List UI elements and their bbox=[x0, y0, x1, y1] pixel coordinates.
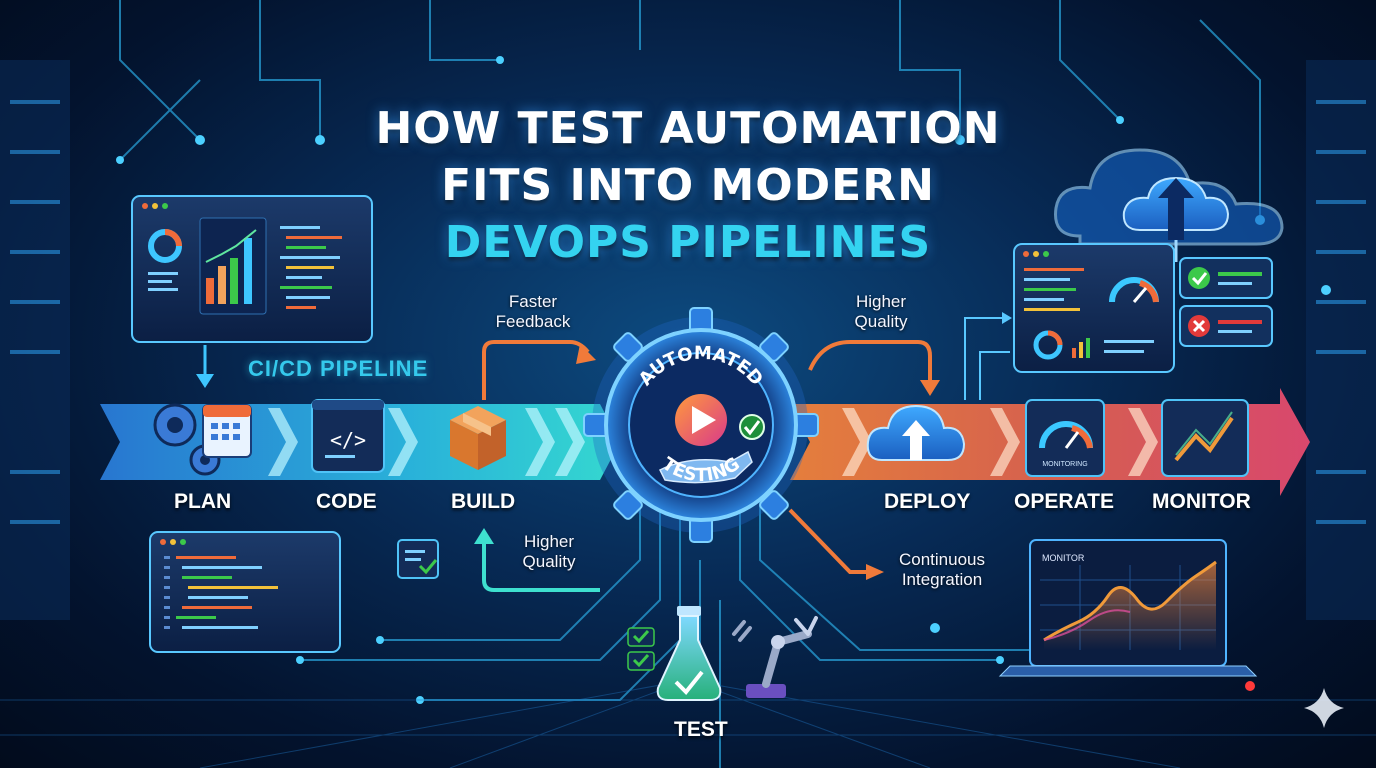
monitor-laptop bbox=[998, 539, 1258, 677]
stage-code-label: CODE bbox=[316, 490, 377, 513]
status-check-card bbox=[1179, 257, 1273, 299]
flask-icon bbox=[656, 606, 722, 701]
box-icon bbox=[450, 406, 506, 470]
check-icon bbox=[739, 414, 765, 440]
right-server-racks bbox=[1306, 60, 1376, 620]
svg-text:</>: </> bbox=[330, 428, 366, 452]
operate-monitoring-label: MONITORING bbox=[1042, 461, 1088, 468]
stage-build-label: BUILD bbox=[451, 490, 516, 513]
trend-chart-icon bbox=[1161, 399, 1249, 477]
robot-arm-icon bbox=[732, 616, 818, 698]
pipeline-label: CI/CD PIPELINE bbox=[248, 356, 429, 381]
page-title: HOW TEST AUTOMATION FITS INTO MODERN DEV… bbox=[318, 100, 1058, 271]
stage-deploy-label: DEPLOY bbox=[884, 490, 971, 513]
stage-operate-label: OPERATE bbox=[1014, 490, 1114, 513]
code-icon: </> bbox=[311, 399, 385, 473]
title-line-1: HOW TEST AUTOMATION bbox=[375, 103, 1001, 154]
circuit-traces bbox=[119, 0, 1261, 768]
cloud-upload-icon bbox=[866, 404, 966, 461]
stage-monitor-label: MONITOR bbox=[1152, 490, 1251, 513]
higher-quality-bottom-note: Higher Quality bbox=[522, 532, 576, 571]
monitor-chart-title: MONITOR bbox=[1042, 553, 1085, 563]
left-server-racks bbox=[0, 60, 70, 620]
plan-dashboard-panel bbox=[131, 195, 373, 343]
title-line-3: DEVOPS PIPELINES bbox=[444, 217, 932, 268]
stage-plan-label: PLAN bbox=[174, 490, 232, 513]
title-line-2: FITS INTO MODERN bbox=[441, 160, 935, 211]
faster-feedback-note: Faster Feedback bbox=[495, 292, 571, 331]
calendar-icon bbox=[202, 404, 252, 458]
stage-test-label: TEST bbox=[674, 718, 728, 741]
continuous-integration-note: Continuous Integration bbox=[898, 550, 985, 589]
higher-quality-top-note: Higher Quality bbox=[854, 292, 908, 331]
sparkle-icon bbox=[1304, 688, 1344, 728]
floor-grid bbox=[0, 679, 1376, 768]
top-cloud-icon bbox=[1054, 148, 1284, 246]
gauge-icon bbox=[1025, 399, 1105, 477]
ops-dashboard-panel bbox=[1013, 243, 1175, 373]
cross-icon bbox=[1179, 305, 1273, 347]
code-editor-panel bbox=[149, 531, 341, 653]
automated-testing-hub bbox=[583, 307, 819, 543]
clipboard-icon bbox=[397, 539, 439, 579]
check-icon bbox=[627, 627, 655, 671]
